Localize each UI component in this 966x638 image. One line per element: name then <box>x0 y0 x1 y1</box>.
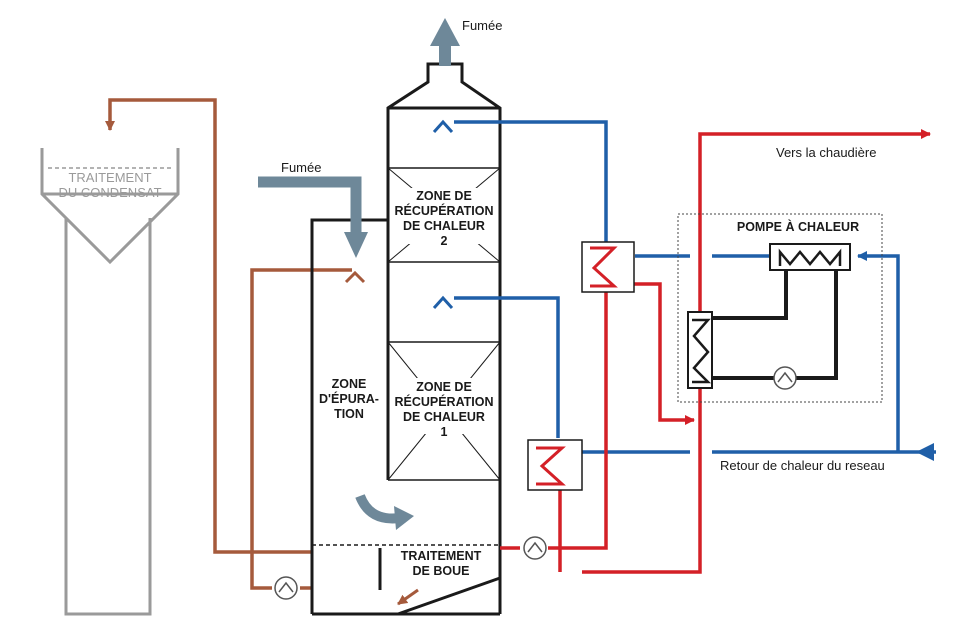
zone2-label-backdrop <box>404 188 484 244</box>
smoke-inlet-arrow-icon <box>258 176 362 236</box>
heat-pump-condenser-icon <box>769 243 851 271</box>
zone2-label-2: RÉCUPÉRATION <box>394 203 493 218</box>
return-inlet-arrowhead <box>916 443 934 461</box>
condensate-treatment-label-1: TRAITEMENT <box>68 170 151 185</box>
sludge-treatment-label-1: TRAITEMENT <box>401 549 482 563</box>
spray-nozzle-purification-icon <box>344 270 366 284</box>
sludge-pump-icon <box>523 536 547 560</box>
smoke-outlet-arrow-icon <box>430 18 460 46</box>
zone2-label-3: DE CHALEUR <box>403 219 485 233</box>
zone1-label-2: RÉCUPÉRATION <box>394 394 493 409</box>
spray-nozzle-zone2-icon <box>432 119 454 134</box>
smoke-outlet-stem <box>439 42 451 66</box>
sludge-treatment-label-2: DE BOUE <box>413 564 470 578</box>
heat-pump-compressor-icon <box>773 366 797 390</box>
zone2-label-1: ZONE DE <box>416 189 472 203</box>
zone1-label-4: 1 <box>441 425 448 439</box>
purification-zone-label-1: ZONE <box>332 377 367 391</box>
condensate-return-pipe <box>105 98 419 606</box>
blue-water-circuit <box>454 120 936 454</box>
heat-exchanger-upper-icon <box>581 241 635 293</box>
spray-nozzle-zone1-icon <box>432 295 454 310</box>
condensate-treatment-tank <box>40 148 180 616</box>
zone1-label-backdrop <box>404 378 484 434</box>
zone2-label-4: 2 <box>441 234 448 248</box>
heat-pump-boundary <box>677 213 883 403</box>
smoke-inlet-arrowhead <box>344 232 368 258</box>
red-hot-water-circuit <box>500 129 931 574</box>
heat-pump-label: POMPE À CHALEUR <box>737 219 859 234</box>
heat-pump-refrigerant-loop <box>712 270 838 380</box>
condensate-treatment-label-2: DU CONDENSAT <box>58 185 161 200</box>
scrubber-tower <box>310 62 502 616</box>
heat-exchanger-lower-icon <box>527 439 583 491</box>
zone1-label-1: ZONE DE <box>416 380 472 394</box>
swirl-arrowhead <box>394 506 414 530</box>
purification-zone-label-3: TION <box>334 407 364 421</box>
network-return-label: Retour de chaleur du reseau <box>720 458 885 473</box>
smoke-outlet-label: Fumée <box>462 18 502 33</box>
heat-pump-evaporator-icon <box>687 311 713 389</box>
recirculation-pump-icon <box>274 576 298 600</box>
swirl-arrow-icon <box>355 493 401 524</box>
purification-zone-label-2: D'ÉPURA- <box>319 391 379 406</box>
zone1-label-3: DE CHALEUR <box>403 410 485 424</box>
smoke-inlet-label: Fumée <box>281 160 321 175</box>
to-boiler-label: Vers la chaudière <box>776 145 876 160</box>
